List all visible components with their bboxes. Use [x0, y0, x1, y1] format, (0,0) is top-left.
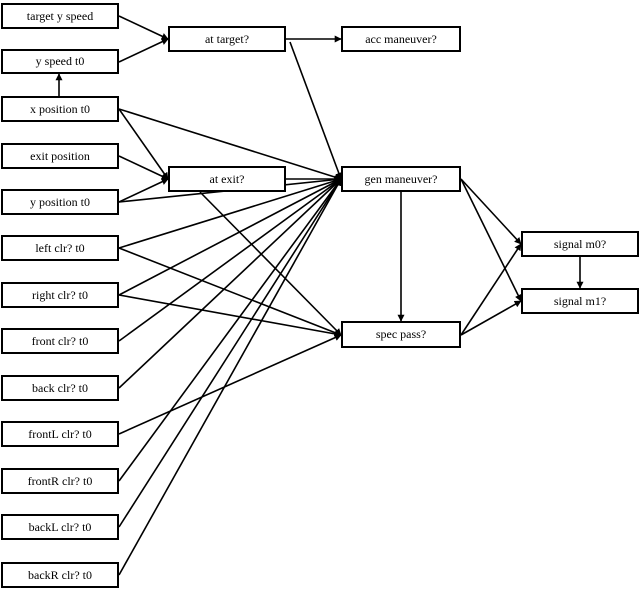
node-y-speed-t0: y speed t0 — [1, 49, 119, 74]
edge-back-clr-t0-to-gen-maneuver — [118, 178, 342, 389]
edge-front-clr-t0-to-gen-maneuver — [118, 178, 342, 342]
edge-right-clr-t0-to-spec-pass — [118, 294, 342, 338]
node-at-target: at target? — [168, 26, 286, 52]
edge-exit-position-to-at-exit — [118, 155, 169, 180]
node-backr-clr-t0: backR clr? t0 — [1, 562, 119, 588]
node-x-position-t0: x position t0 — [1, 96, 119, 122]
edge-frontr-clr-t0-to-gen-maneuver — [118, 178, 342, 482]
edge-backl-clr-t0-to-gen-maneuver — [118, 178, 342, 528]
edge-gen-maneuver-to-signal-m1 — [460, 178, 522, 302]
node-y-position-t0: y position t0 — [1, 189, 119, 215]
edge-target-y-speed-to-at-target — [118, 15, 169, 40]
edge-left-clr-t0-to-gen-maneuver — [118, 177, 342, 249]
node-front-clr-t0: front clr? t0 — [1, 328, 119, 354]
node-spec-pass: spec pass? — [341, 321, 461, 348]
node-back-clr-t0: back clr? t0 — [1, 375, 119, 401]
node-signal-m0: signal m0? — [521, 231, 639, 257]
edge-y-position-t0-to-at-exit — [118, 178, 169, 203]
edge-spec-pass-to-signal-m1 — [460, 300, 522, 336]
edge-at-exit-to-spec-pass — [199, 191, 342, 336]
edge-at-target-to-gen-maneuver — [289, 41, 343, 180]
node-right-clr-t0: right clr? t0 — [1, 282, 119, 308]
node-target-y-speed: target y speed — [1, 3, 119, 29]
edge-right-clr-t0-to-gen-maneuver — [118, 178, 342, 296]
edge-gen-maneuver-to-signal-m0 — [460, 178, 522, 245]
edge-left-clr-t0-to-spec-pass — [118, 247, 342, 336]
edge-x-position-t0-to-at-exit — [118, 108, 169, 180]
edge-frontl-clr-t0-to-spec-pass — [118, 334, 342, 435]
edge-x-position-t0-to-gen-maneuver — [118, 108, 342, 181]
node-backl-clr-t0: backL clr? t0 — [1, 514, 119, 540]
edge-y-speed-t0-to-at-target — [118, 38, 169, 63]
node-signal-m1: signal m1? — [521, 288, 639, 314]
node-acc-maneuver: acc maneuver? — [341, 26, 461, 52]
node-gen-maneuver: gen maneuver? — [341, 166, 461, 192]
node-frontl-clr-t0: frontL clr? t0 — [1, 421, 119, 447]
node-at-exit: at exit? — [168, 166, 286, 192]
node-exit-position: exit position — [1, 143, 119, 169]
node-frontr-clr-t0: frontR clr? t0 — [1, 468, 119, 494]
edge-spec-pass-to-signal-m0 — [460, 243, 522, 336]
edge-backr-clr-t0-to-gen-maneuver — [118, 178, 342, 576]
node-left-clr-t0: left clr? t0 — [1, 235, 119, 261]
